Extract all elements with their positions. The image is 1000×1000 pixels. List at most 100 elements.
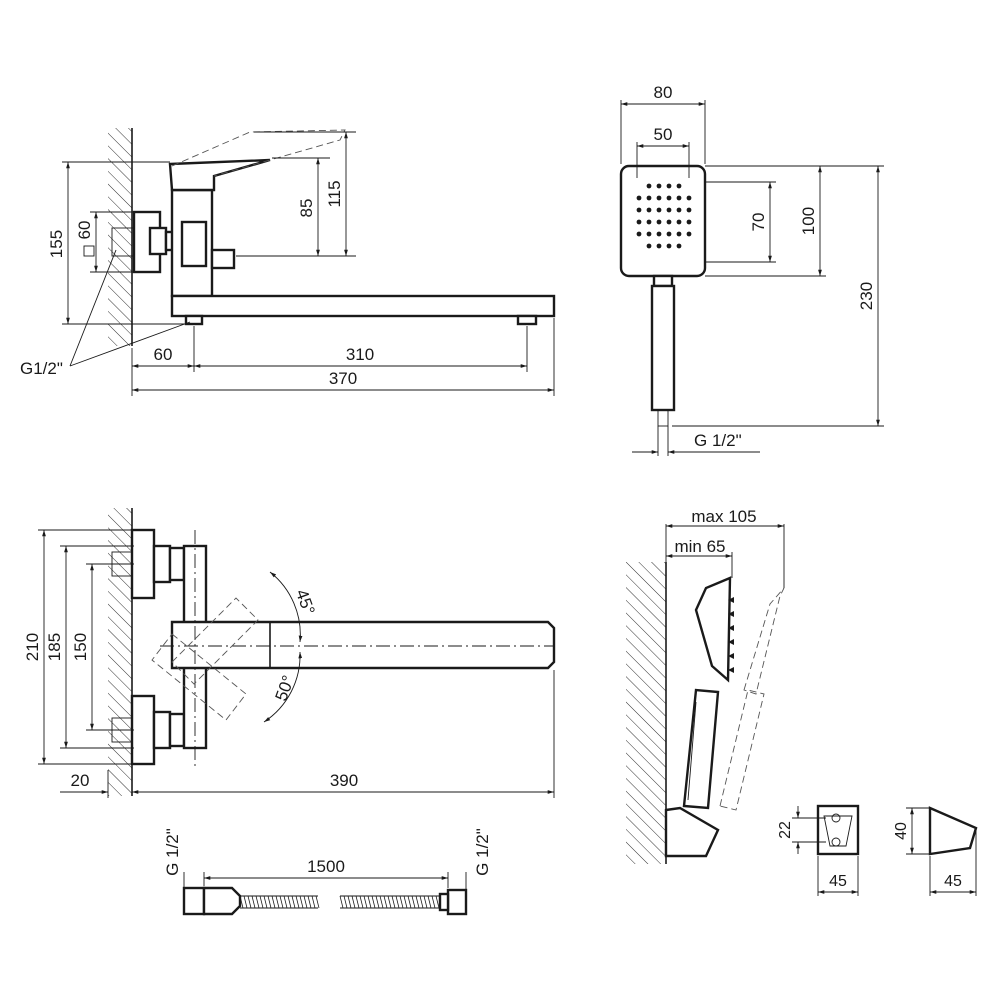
nozzle-dot xyxy=(636,231,642,237)
hose-coil xyxy=(299,895,304,909)
nozzle-dot xyxy=(676,183,682,189)
nozzle-dot xyxy=(676,207,682,213)
label-thread-g12: G1/2" xyxy=(20,359,63,378)
side-view: 155 60 85 115 G1/2" 60 310 370 xyxy=(20,128,556,396)
hose-coil xyxy=(315,895,320,909)
screw-icon xyxy=(831,813,841,823)
lever-handle xyxy=(168,158,271,192)
hose-coil xyxy=(375,895,380,909)
nozzle-dot xyxy=(646,219,652,225)
spray-nozzles-holder xyxy=(728,597,734,673)
shower-head-min xyxy=(694,576,732,683)
shower-handle-min xyxy=(682,688,720,810)
dim-22: 22 xyxy=(777,821,794,839)
hose-coil xyxy=(343,895,348,909)
nozzle-tip xyxy=(728,639,734,645)
hose-coil xyxy=(255,895,260,909)
hose-coil xyxy=(243,895,248,909)
nozzle-dot xyxy=(686,219,692,225)
hose-cone xyxy=(202,886,242,916)
angle-50: 50° xyxy=(272,673,299,704)
dim-20: 20 xyxy=(71,771,90,790)
hose-coil xyxy=(279,895,284,909)
dim-185: 185 xyxy=(45,633,64,661)
dim-370: 370 xyxy=(329,369,357,388)
bracket-view: 22 45 40 45 xyxy=(777,804,978,896)
dim-45-bracket: 45 xyxy=(829,873,847,890)
hose-coil xyxy=(259,895,264,909)
nozzle-dot xyxy=(676,243,682,249)
nozzle-dot xyxy=(676,231,682,237)
hose-coil xyxy=(287,895,292,909)
nozzle-tip xyxy=(728,611,734,617)
dim-45-holder: 45 xyxy=(944,873,962,890)
hose-coil xyxy=(419,895,424,909)
hose-coil xyxy=(251,895,256,909)
hose-coil xyxy=(355,895,360,909)
hose-coil xyxy=(415,895,420,909)
dim-100: 100 xyxy=(799,207,818,235)
nozzle-dot xyxy=(686,195,692,201)
dim-50: 50 xyxy=(654,125,673,144)
hose-coil xyxy=(271,895,276,909)
nozzle-dot xyxy=(656,219,662,225)
hose-coil xyxy=(263,895,268,909)
hose-coil xyxy=(239,895,244,909)
wall-hatch-holder xyxy=(626,562,666,864)
wall-bracket xyxy=(816,804,860,856)
hose-coil xyxy=(339,895,344,909)
diverter-knob xyxy=(210,248,236,270)
hose-coil xyxy=(435,895,440,909)
spout xyxy=(170,294,556,318)
hose-coil xyxy=(291,895,296,909)
dim-310: 310 xyxy=(346,345,374,364)
dim-210: 210 xyxy=(23,633,42,661)
nozzle-dot xyxy=(656,207,662,213)
dim-115: 115 xyxy=(325,180,344,207)
dim-60-rosette: 60 xyxy=(75,221,94,240)
label-hose-thread-left: G 1/2" xyxy=(163,828,182,876)
hand-shower-view: 80 50 70 100 230 G 1/2" xyxy=(619,83,884,456)
label-thread-shower: G 1/2" xyxy=(694,431,742,450)
nozzle-dot xyxy=(636,207,642,213)
nozzle-dot xyxy=(686,207,692,213)
hose-coils xyxy=(239,895,440,909)
handle-open-ghost xyxy=(171,129,346,177)
dim-min-65: min 65 xyxy=(674,537,725,556)
dim-1500: 1500 xyxy=(307,857,345,876)
holder-view: max 105 min 65 xyxy=(626,507,785,864)
nozzle-dot xyxy=(646,207,652,213)
hose-coil xyxy=(391,895,396,909)
hose-coil xyxy=(347,895,352,909)
nozzle-dot xyxy=(636,219,642,225)
hose-coil xyxy=(427,895,432,909)
spout-top xyxy=(170,620,556,670)
dim-85: 85 xyxy=(297,199,316,218)
hose-coil xyxy=(363,895,368,909)
hose-coil xyxy=(399,895,404,909)
wall-hatch-top xyxy=(108,508,132,796)
hose-view: 1500 G 1/2" G 1/2" xyxy=(163,828,492,916)
hose-coil xyxy=(311,895,316,909)
nozzle-dot xyxy=(666,243,672,249)
nozzle-dot xyxy=(646,243,652,249)
hose-coil xyxy=(431,895,436,909)
dim-390: 390 xyxy=(330,771,358,790)
hose-coil xyxy=(359,895,364,909)
nozzle-dot xyxy=(656,195,662,201)
hose-coil xyxy=(303,895,308,909)
dim-max-105: max 105 xyxy=(691,507,756,526)
hose-coil xyxy=(403,895,408,909)
hose-coil xyxy=(275,895,280,909)
hose-coil xyxy=(423,895,428,909)
dim-40: 40 xyxy=(893,822,910,840)
hose-coil xyxy=(407,895,412,909)
nozzle-dot xyxy=(666,207,672,213)
dim-230: 230 xyxy=(857,282,876,310)
hose-coil xyxy=(351,895,356,909)
hose-coil xyxy=(387,895,392,909)
hose-coil xyxy=(295,895,300,909)
nozzle-dot xyxy=(666,231,672,237)
